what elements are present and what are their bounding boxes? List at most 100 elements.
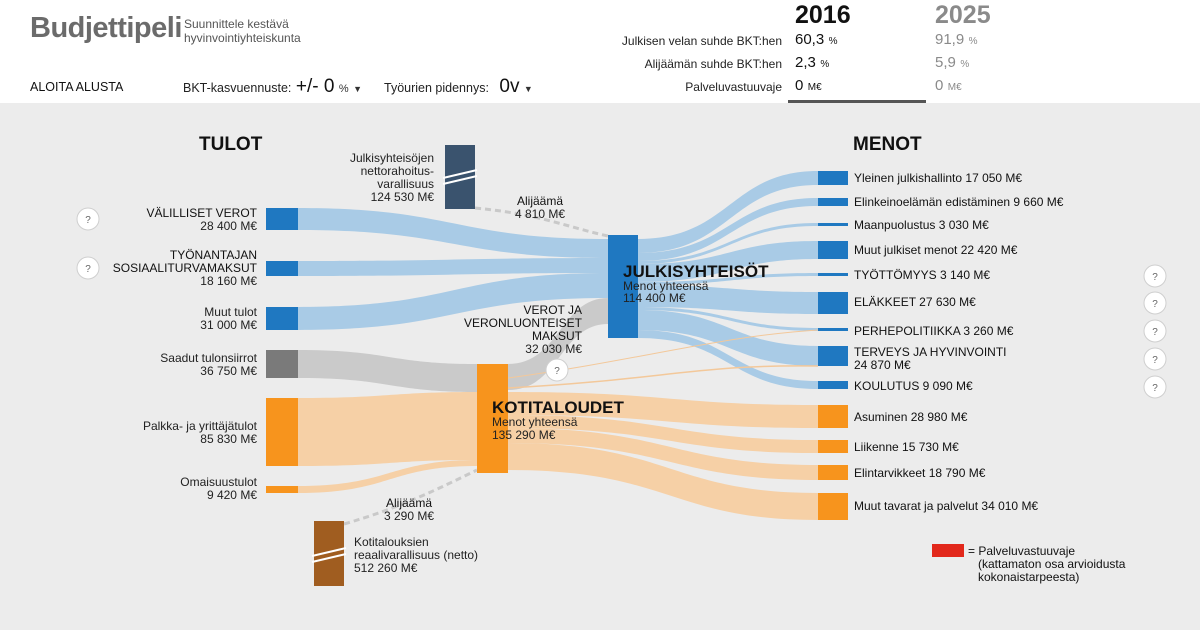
income-label: Omaisuustulot xyxy=(180,475,257,489)
income-bar-indirect-taxes[interactable] xyxy=(266,208,298,230)
expense-label: ELÄKKEET 27 630 M€ xyxy=(854,295,976,309)
budget-sankey-diagram: TULOT MENOT VÄLILLISET VEROT 28 400 M€ T… xyxy=(76,134,1167,586)
expense-title: MENOT xyxy=(853,134,922,155)
expense-bar-business[interactable] xyxy=(818,198,848,206)
year-2025-tab[interactable]: 2025 xyxy=(935,1,991,29)
income-bar-property[interactable] xyxy=(266,486,298,493)
expense-label: Elinkeinoelämän edistäminen 9 660 M€ xyxy=(854,195,1064,209)
help-button-unemployment[interactable]: ? xyxy=(1143,264,1167,288)
expense-bar-education[interactable] xyxy=(818,381,848,389)
expense-label: TERVEYS JA HYVINVOINTI xyxy=(854,345,1006,359)
income-bar-other[interactable] xyxy=(266,307,298,330)
household-wealth-label: reaalivarallisuus (netto) xyxy=(354,548,478,562)
household-expense-flows xyxy=(508,392,818,520)
income-bar-employer-contributions[interactable] xyxy=(266,261,298,276)
help-button-employer-contributions[interactable]: ? xyxy=(76,256,100,280)
expense-label: Asuminen 28 980 M€ xyxy=(854,410,968,424)
income-title: TULOT xyxy=(199,134,263,155)
legend-label: = Palveluvastuuvaje xyxy=(968,544,1075,558)
career-extension-label: Työurien pidennys: xyxy=(384,81,489,95)
income-value: 18 160 M€ xyxy=(200,274,257,288)
year-2016-tab[interactable]: 2016 xyxy=(795,1,851,29)
expense-bar-other-goods[interactable] xyxy=(818,493,848,520)
household-sector-node[interactable] xyxy=(477,364,508,473)
household-to-health-flow xyxy=(507,365,819,389)
income-label: TYÖNANTAJAN xyxy=(170,248,257,262)
public-wealth-label: varallisuus xyxy=(377,177,434,191)
expense-bar-transport[interactable] xyxy=(818,440,848,453)
svg-text:?: ? xyxy=(1152,299,1158,310)
expense-label: Muut tavarat ja palvelut 34 010 M€ xyxy=(854,499,1038,513)
expense-bar-food[interactable] xyxy=(818,465,848,480)
household-deficit-value: 3 290 M€ xyxy=(384,509,434,523)
expense-label: Yleinen julkishallinto 17 050 M€ xyxy=(854,171,1022,185)
career-extension-control[interactable]: Työurien pidennys: 0v ▼ xyxy=(384,76,533,98)
svg-text:?: ? xyxy=(85,264,91,275)
income-flows-public xyxy=(298,208,608,330)
metric-service-gap-2025: 0 M€ xyxy=(935,77,962,94)
income-value: 9 420 M€ xyxy=(207,488,257,502)
public-deficit-label: Alijäämä xyxy=(517,194,563,208)
metric-deficit-2016: 2,3 % xyxy=(795,54,830,71)
svg-text:?: ? xyxy=(1152,355,1158,366)
transfer-flow xyxy=(298,350,477,392)
expense-bar-family[interactable] xyxy=(818,328,848,331)
expense-bar-administration[interactable] xyxy=(818,171,848,185)
household-wealth-label: Kotitalouksien xyxy=(354,535,429,549)
help-button-education[interactable]: ? xyxy=(1143,375,1167,399)
metric-label-deficit: Alijäämän suhde BKT:hen xyxy=(644,57,782,71)
svg-text:?: ? xyxy=(1152,272,1158,283)
household-node-name: KOTITALOUDET xyxy=(492,398,625,417)
expense-label: KOULUTUS 9 090 M€ xyxy=(854,379,973,393)
metric-debt-2025: 91,9 % xyxy=(935,31,978,48)
restart-button[interactable]: ALOITA ALUSTA xyxy=(30,80,124,94)
expense-bar-health[interactable] xyxy=(818,346,848,366)
help-button-pensions[interactable]: ? xyxy=(1143,291,1167,315)
expense-label: Muut julkiset menot 22 420 M€ xyxy=(854,243,1018,257)
taxes-label: MAKSUT xyxy=(532,329,583,343)
expense-bar-pensions[interactable] xyxy=(818,292,848,314)
expense-bar-defence[interactable] xyxy=(818,223,848,226)
chevron-down-icon: ▼ xyxy=(353,84,363,94)
help-button-family[interactable]: ? xyxy=(1143,319,1167,343)
expense-label: TYÖTTÖMYYS 3 140 M€ xyxy=(854,268,990,282)
help-button-health[interactable]: ? xyxy=(1143,347,1167,371)
career-extension-value: 0v xyxy=(499,76,520,97)
expense-bar-unemployment[interactable] xyxy=(818,273,848,276)
public-sector-node[interactable] xyxy=(608,235,638,338)
gdp-growth-unit: % xyxy=(338,83,349,95)
income-label: Muut tulot xyxy=(204,305,257,319)
expense-label: Elintarvikkeet 18 790 M€ xyxy=(854,466,986,480)
income-label: SOSIAALITURVAMAKSUT xyxy=(113,261,258,275)
income-label: VÄLILLISET VEROT xyxy=(147,206,258,220)
income-flows-household xyxy=(298,392,477,493)
tagline: Suunnittele kestävä hyvinvointiyhteiskun… xyxy=(184,17,301,45)
tax-flow xyxy=(508,298,608,390)
income-value: 31 000 M€ xyxy=(200,318,257,332)
public-expense-flows xyxy=(638,171,818,389)
help-button-taxes[interactable]: ? xyxy=(545,358,569,382)
taxes-label: VEROT JA xyxy=(524,303,582,317)
household-deficit-label: Alijäämä xyxy=(386,496,432,510)
svg-text:?: ? xyxy=(1152,327,1158,338)
gdp-growth-control[interactable]: BKT-kasvuennuste: +/- 0 % ▼ xyxy=(183,76,362,98)
metric-label-service-gap: Palveluvastuuvaje xyxy=(685,80,782,94)
public-node-subtitle: Menot yhteensä xyxy=(623,279,709,293)
income-label: Palkka- ja yrittäjätulot xyxy=(143,419,258,433)
expense-bar-other-public[interactable] xyxy=(818,241,848,259)
axis-break-icon xyxy=(311,547,347,563)
income-value: 28 400 M€ xyxy=(200,219,257,233)
expense-bar-housing[interactable] xyxy=(818,405,848,428)
public-deficit-value: 4 810 M€ xyxy=(515,207,565,221)
axis-break-icon xyxy=(442,169,478,185)
help-button-indirect-taxes[interactable]: ? xyxy=(76,207,100,231)
household-node-value: 135 290 M€ xyxy=(492,428,556,442)
metric-label-debt: Julkisen velan suhde BKT:hen xyxy=(621,34,782,48)
income-bar-wages[interactable] xyxy=(266,398,298,466)
expense-value: 24 870 M€ xyxy=(854,358,911,372)
income-bar-transfers[interactable] xyxy=(266,350,298,378)
public-node-name: JULKISYHTEISÖT xyxy=(623,262,769,281)
legend-label: kokonaistarpeesta) xyxy=(978,570,1079,584)
income-value: 85 830 M€ xyxy=(200,432,257,446)
legend-swatch xyxy=(932,544,964,557)
